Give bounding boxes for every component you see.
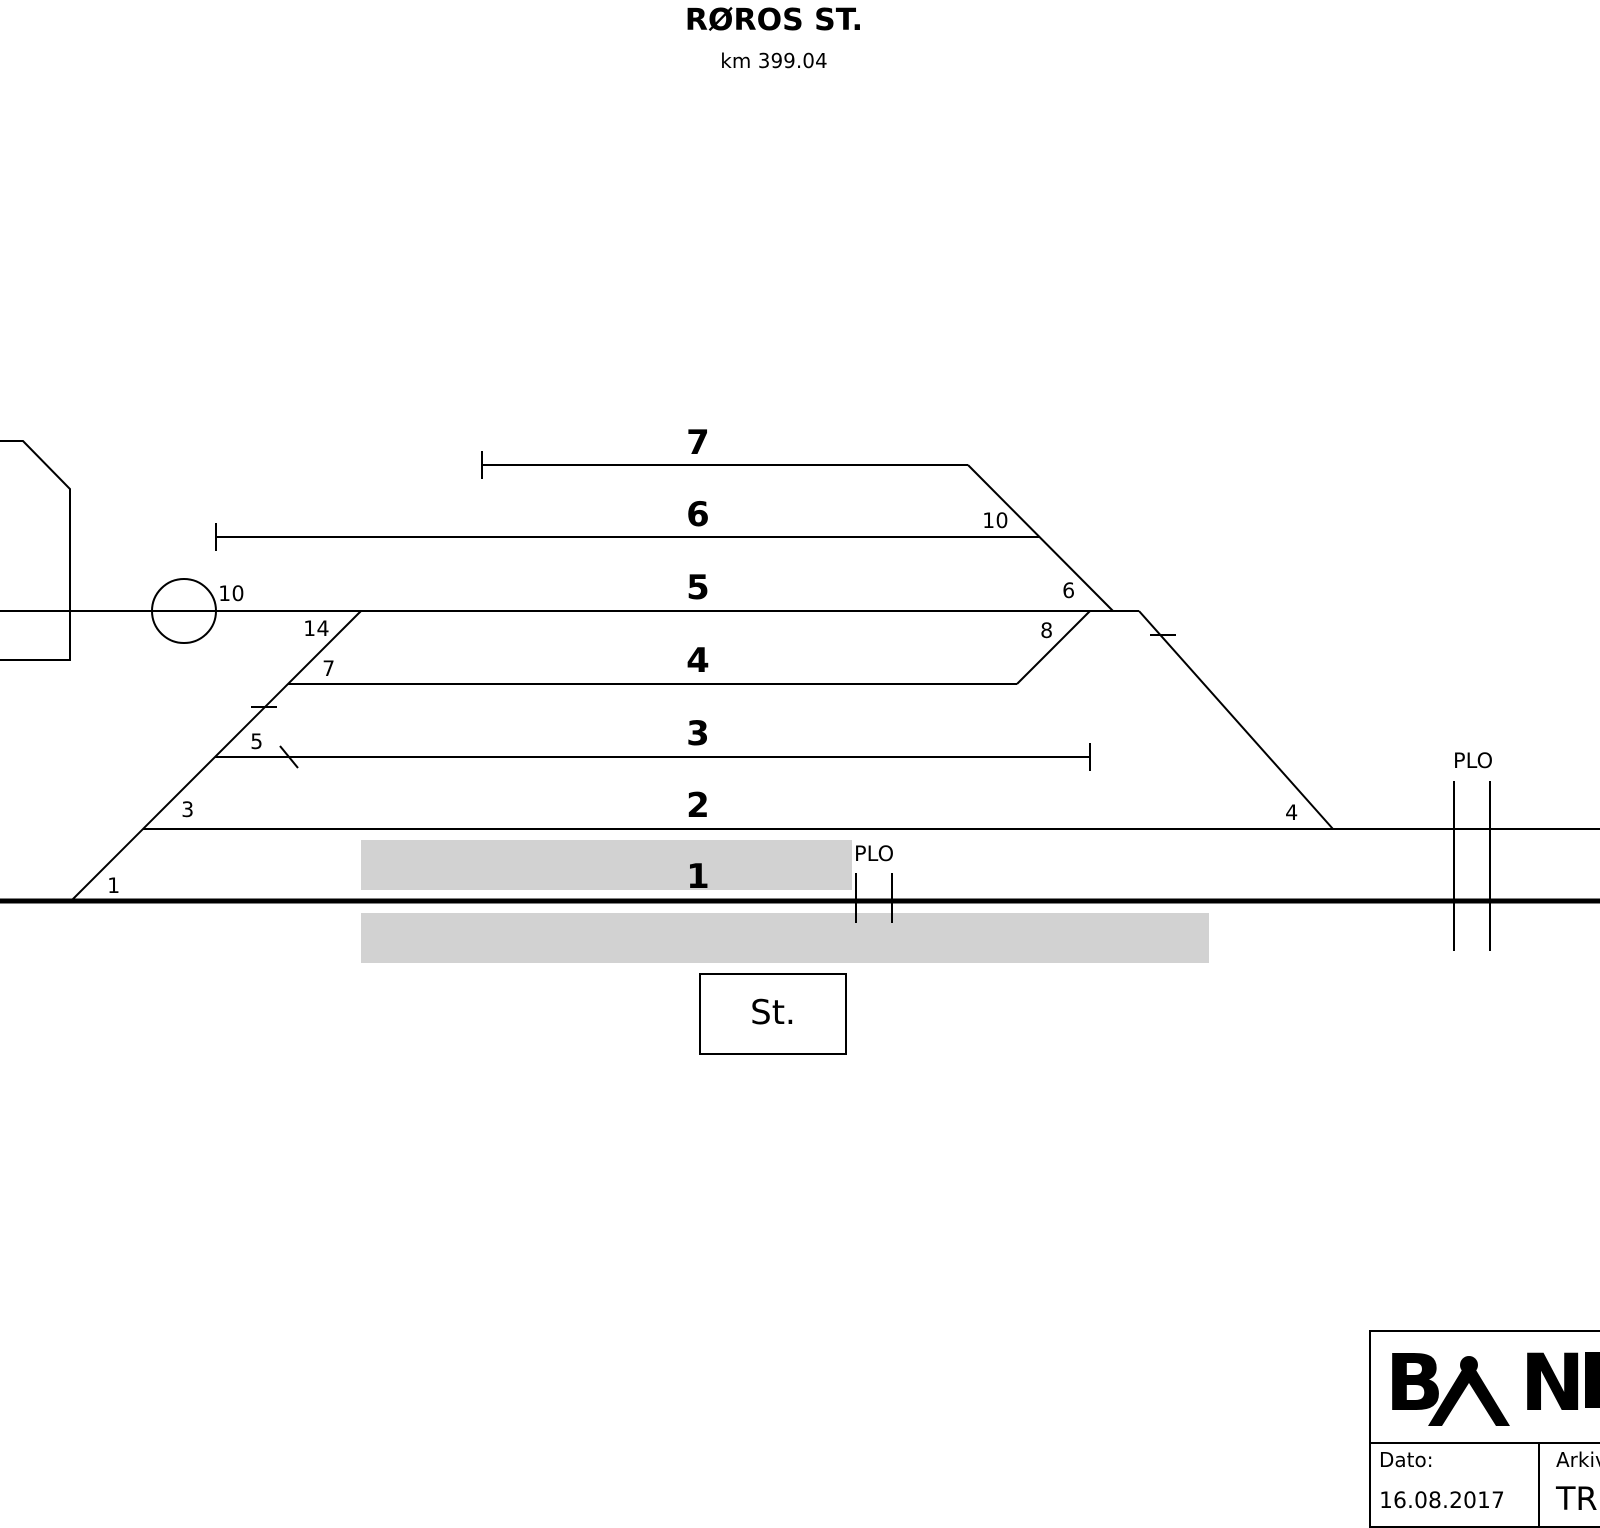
- plo-right-label: PLO: [1453, 749, 1493, 773]
- station-building-box: [699, 973, 847, 1055]
- switch-label-10-left: 10: [218, 582, 245, 606]
- switch-label-5: 5: [250, 730, 263, 754]
- switch-label-1: 1: [107, 874, 120, 898]
- title-block: B N Dato: 16.08.2017 Arkiv TR: [1369, 1330, 1600, 1528]
- switch-label-7: 7: [322, 657, 335, 681]
- track-number-3: 3: [686, 714, 710, 754]
- platform-lower: [361, 913, 1209, 963]
- switch-label-14: 14: [303, 617, 330, 641]
- track-number-5: 5: [686, 568, 710, 608]
- track-number-4: 4: [686, 641, 710, 681]
- track-4-connection: [1016, 610, 1091, 685]
- logo-letter-b: B: [1385, 1339, 1444, 1429]
- track-number-7: 7: [686, 423, 710, 463]
- plo-platform-label: PLO: [854, 842, 894, 866]
- track-number-6: 6: [686, 495, 710, 535]
- platform-upper: [361, 840, 852, 890]
- track-number-1: 1: [686, 857, 710, 897]
- track-3-derail-mark: [279, 745, 299, 769]
- switch-label-8: 8: [1040, 619, 1053, 643]
- turntable-circle: [151, 578, 217, 644]
- logo-arch-icon: [1428, 1370, 1510, 1426]
- title-block-date-value: 16.08.2017: [1379, 1489, 1505, 1514]
- switch-label-6: 6: [1062, 579, 1075, 603]
- switch-label-3: 3: [181, 798, 194, 822]
- logo-dot-icon: [1460, 1356, 1478, 1374]
- track-7-connection: [967, 464, 1114, 612]
- left-crossover: [70, 610, 362, 902]
- station-title: RØROS ST.: [685, 3, 863, 38]
- switch-label-10-right: 10: [982, 509, 1009, 533]
- right-crossover: [1138, 610, 1334, 830]
- building-outline: [0, 440, 71, 661]
- track-number-2: 2: [686, 786, 710, 826]
- station-km: km 399.04: [720, 49, 827, 73]
- title-block-archive-value: TR: [1555, 1480, 1598, 1518]
- logo-letter-n: N: [1520, 1339, 1585, 1429]
- title-block-date-label: Dato:: [1379, 1448, 1433, 1472]
- bane-nor-logo: B N: [1385, 1339, 1600, 1429]
- title-block-archive-label: Arkiv: [1556, 1448, 1600, 1472]
- logo-bar-icon: [1585, 1352, 1600, 1408]
- station-box-label: St.: [750, 993, 796, 1033]
- switch-label-4: 4: [1285, 801, 1298, 825]
